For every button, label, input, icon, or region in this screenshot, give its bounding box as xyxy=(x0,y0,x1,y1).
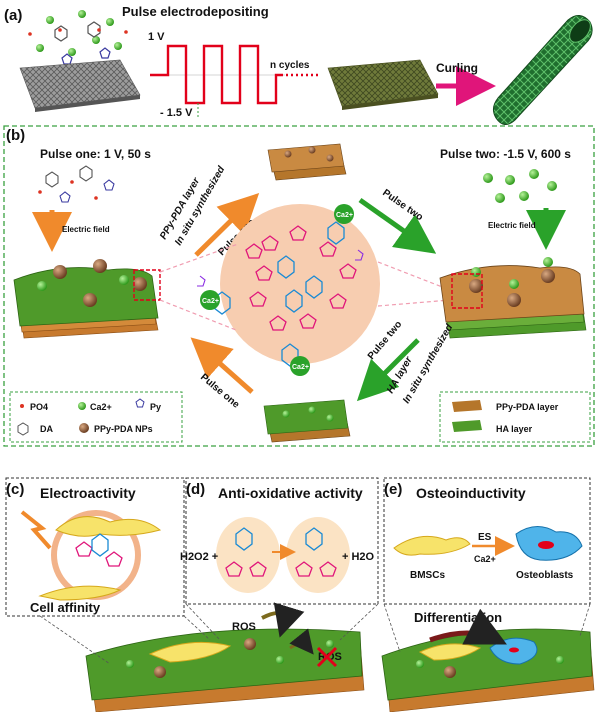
panel-e-es: ES xyxy=(478,532,492,543)
voltage-high: 1 V xyxy=(148,31,165,43)
pulse-two-upper-arrow xyxy=(358,197,437,254)
panel-e: (e) Osteoinductivity BMSCs ES Ca2+ Osteo… xyxy=(383,477,591,625)
panel-b-frame xyxy=(3,125,595,447)
panel-d-tag: (d) xyxy=(186,481,205,498)
panel-c-title: Electroactivity xyxy=(40,485,136,501)
panel-b: (b) Pulse one: 1 V, 50 s Pulse two: -1.5… xyxy=(3,125,595,447)
right-layer-stack xyxy=(439,257,587,339)
ros-cross-icon xyxy=(316,646,338,668)
panel-c-tag: (c) xyxy=(6,481,24,498)
panel-d-h2o2: H2O2 + xyxy=(180,551,218,563)
calcium-ions xyxy=(483,169,557,203)
molecule-cloud xyxy=(28,10,128,65)
legend-left: PO4 Ca2+ Py DA PPy-PDA NPs xyxy=(9,391,183,443)
voltage-low: - 1.5 V xyxy=(160,107,193,119)
panel-c: (c) Electroactivity Cell affinity xyxy=(5,477,185,617)
pulse-one-header: Pulse one: 1 V, 50 s xyxy=(40,147,151,161)
curled-scaffold-tube xyxy=(492,15,593,125)
legend-py: Py xyxy=(150,402,161,412)
ros-label-1: ROS xyxy=(232,621,256,633)
panel-d-h2o: + H2O xyxy=(342,551,375,563)
svg-text:Ca2+: Ca2+ xyxy=(336,212,353,219)
legend-ppy-layer: PPy-PDA layer xyxy=(496,402,559,412)
legend-po4: PO4 xyxy=(30,402,48,412)
ca-badges: Ca2+ Ca2+ Ca2+ xyxy=(200,204,354,376)
pulse-two-lower-label: Pulse two xyxy=(366,319,404,362)
bottom-ha-layer xyxy=(263,399,351,443)
panel-e-bmsc: BMSCs xyxy=(410,570,445,581)
legend-ca: Ca2+ xyxy=(90,402,112,412)
center-polymer-circle xyxy=(197,204,380,367)
svg-text:Ca2+: Ca2+ xyxy=(292,364,309,371)
panel-a-title: Pulse electrodepositing xyxy=(122,4,269,19)
panel-a: (a) Pulse electrodepositing xyxy=(4,4,593,125)
left-layer-stack xyxy=(13,259,161,339)
pulse-two-header: Pulse two: -1.5 V, 600 s xyxy=(440,147,571,161)
panel-a-tag: (a) xyxy=(4,7,22,24)
pulse-one-lower-arrow xyxy=(190,337,254,394)
svg-text:Ca2+: Ca2+ xyxy=(202,298,219,305)
top-ppy-layer xyxy=(267,143,347,181)
panel-e-ca: Ca2+ xyxy=(474,554,496,564)
panel-d-title: Anti-oxidative activity xyxy=(218,485,363,501)
electric-field-label-right: Electric field xyxy=(488,221,536,230)
legend-right: PPy-PDA layer HA layer xyxy=(439,391,591,443)
panel-e-diff: Differentiation xyxy=(414,610,502,625)
bottom-scaffold-right xyxy=(381,608,595,712)
pulse-one-upper-arrow xyxy=(194,192,260,257)
panel-b-tag: (b) xyxy=(6,127,25,144)
monomer-molecules xyxy=(38,165,115,203)
pulse-two-lower-arrow xyxy=(356,338,420,402)
panel-e-tag: (e) xyxy=(384,481,402,498)
legend-da: DA xyxy=(40,424,53,434)
cycles-label: n cycles xyxy=(270,60,310,71)
legend-ha-layer: HA layer xyxy=(496,424,533,434)
bottom-scaffold-left xyxy=(85,628,365,712)
panel-c-sub: Cell affinity xyxy=(30,600,101,615)
panel-d: (d) Anti-oxidative activity H2O2 + + H2O xyxy=(180,477,379,605)
panel-e-title: Osteoinductivity xyxy=(416,485,526,501)
electric-field-label-left: Electric field xyxy=(62,225,110,234)
curling-label: Curling xyxy=(436,61,478,75)
legend-nps: PPy-PDA NPs xyxy=(94,424,153,434)
panel-e-osteo: Osteoblasts xyxy=(516,570,574,581)
pulse-waveform xyxy=(150,44,320,118)
